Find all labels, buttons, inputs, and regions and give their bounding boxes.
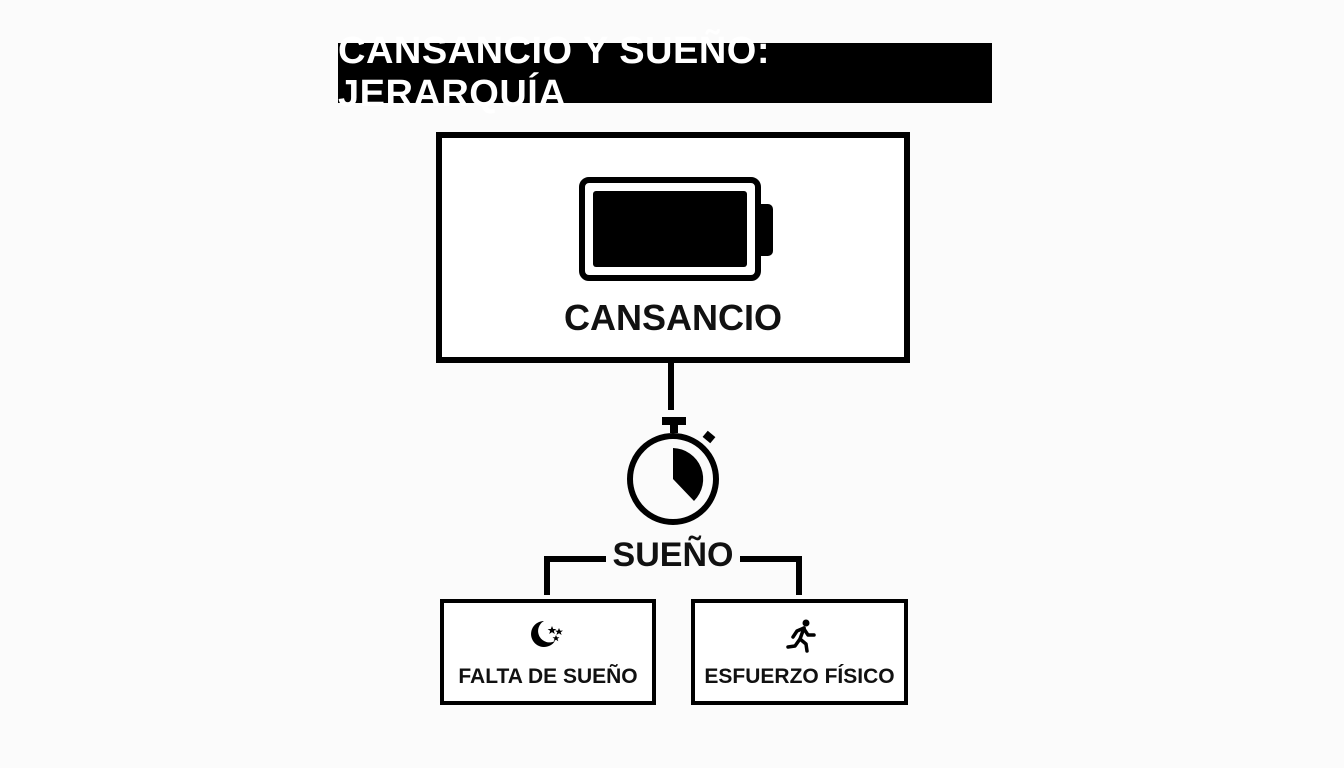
- cansancio-node: CANSANCIO: [436, 132, 910, 363]
- battery-cap: [759, 204, 773, 256]
- branch-left-vertical: [544, 556, 550, 595]
- cansancio-label: CANSANCIO: [563, 297, 782, 338]
- connector-top-to-timer: [668, 363, 674, 410]
- moon-stars-icon: [444, 619, 652, 649]
- esfuerzo-fisico-node: ESFUERZO FÍSICO: [691, 599, 908, 705]
- falta-de-sueno-label: FALTA DE SUEÑO: [458, 665, 638, 688]
- diagram-title: CANSANCIO Y SUEÑO: JERARQUÍA: [338, 30, 992, 115]
- branch-right-vertical: [796, 556, 802, 595]
- branch-left-horizontal: [544, 556, 606, 562]
- branch-right-horizontal: [740, 556, 802, 562]
- sueno-label: SUEÑO: [612, 536, 734, 574]
- running-person-icon: [695, 619, 904, 653]
- stopwatch-icon: [620, 414, 730, 535]
- esfuerzo-fisico-label: ESFUERZO FÍSICO: [704, 665, 895, 688]
- battery-full-icon: [579, 177, 761, 281]
- falta-de-sueno-node: FALTA DE SUEÑO: [440, 599, 656, 705]
